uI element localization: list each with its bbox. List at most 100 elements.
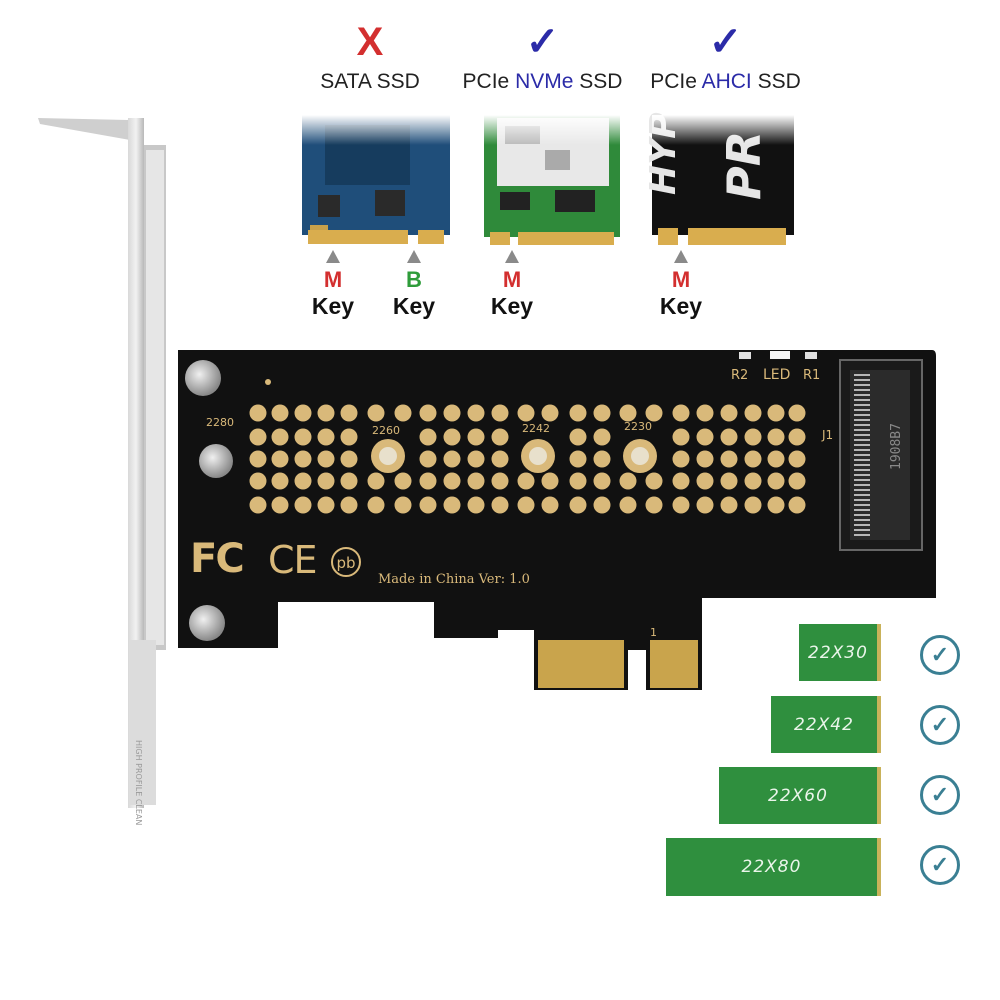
- gold-pad: [619, 404, 637, 422]
- gold-pad: [767, 404, 785, 422]
- compat-ahci: ✓ PCIe AHCI SSD: [638, 22, 813, 94]
- gold-pad: [744, 450, 762, 468]
- gold-pad: [517, 496, 535, 514]
- check-circle-icon: ✓: [920, 845, 960, 885]
- connector-pin: [854, 474, 870, 476]
- connector-pin: [854, 444, 870, 446]
- gold-pad: [767, 496, 785, 514]
- gold-pad: [720, 404, 738, 422]
- compat-sata: X SATA SSD: [300, 22, 440, 94]
- connector-pin: [854, 519, 870, 521]
- gold-pad: [720, 472, 738, 490]
- gold-pad: [271, 472, 289, 490]
- gold-pad: [419, 404, 437, 422]
- gold-pad: [467, 428, 485, 446]
- gold-pad: [249, 496, 267, 514]
- gold-pad: [340, 404, 358, 422]
- gold-pad: [569, 496, 587, 514]
- gold-pad: [317, 472, 335, 490]
- gold-pad: [443, 472, 461, 490]
- size-label-2242: 2242: [522, 422, 550, 435]
- gold-pad: [317, 450, 335, 468]
- gold-pad: [672, 472, 690, 490]
- size-label-2230: 2230: [624, 420, 652, 433]
- gold-pad: [696, 404, 714, 422]
- gold-pad: [419, 472, 437, 490]
- gold-pad: [491, 450, 509, 468]
- fcc-logo: FC: [190, 536, 245, 582]
- size-card-22x30: 22X30: [799, 624, 881, 681]
- gold-pad: [249, 428, 267, 446]
- size-label-2260: 2260: [372, 424, 400, 437]
- gold-pad: [491, 428, 509, 446]
- gold-pad: [394, 472, 412, 490]
- gold-pad: [294, 496, 312, 514]
- gold-pad: [569, 428, 587, 446]
- gold-pad: [271, 450, 289, 468]
- gold-pad: [744, 496, 762, 514]
- check-circle-icon: ✓: [920, 635, 960, 675]
- key-label-b: B Key: [389, 250, 439, 320]
- ce-logo: CE: [268, 538, 318, 582]
- gold-pad: [517, 472, 535, 490]
- gold-pad: [672, 496, 690, 514]
- gold-pad: [491, 472, 509, 490]
- gold-pad: [394, 404, 412, 422]
- check-circle-icon: ✓: [920, 775, 960, 815]
- connector-pin: [854, 509, 870, 511]
- compat-nvme: ✓ PCIe NVMe SSD: [455, 22, 630, 94]
- connector-pin: [854, 514, 870, 516]
- connector-pin: [854, 434, 870, 436]
- connector-pin: [854, 499, 870, 501]
- size-card-22x80: 22X80: [666, 838, 881, 896]
- bracket-text: HIGH PROFILE CLEAN: [134, 740, 143, 825]
- gold-pad: [271, 496, 289, 514]
- gold-pad: [394, 496, 412, 514]
- connector-pin: [854, 429, 870, 431]
- gold-pad: [443, 496, 461, 514]
- key-label-m-3: M Key: [656, 250, 706, 320]
- gold-pad-grid: [249, 404, 806, 514]
- compat-label: PCIe NVMe SSD: [462, 70, 623, 93]
- gold-pad: [720, 428, 738, 446]
- screw-icon: [185, 360, 221, 396]
- gold-pad: [467, 496, 485, 514]
- connector-pin: [854, 454, 870, 456]
- arrow-up-icon: [407, 250, 421, 263]
- size-card-22x42: 22X42: [771, 696, 881, 753]
- gold-pad: [491, 404, 509, 422]
- pcb-label-j1: J1: [822, 428, 834, 442]
- gold-pad: [443, 428, 461, 446]
- gold-pad: [569, 472, 587, 490]
- pcb-label-led: LED: [763, 367, 791, 383]
- gold-pad: [696, 496, 714, 514]
- compat-label: SATA SSD: [320, 70, 420, 93]
- r1-component: [805, 352, 817, 359]
- gold-pad: [593, 450, 611, 468]
- nvme-ssd-image: [484, 115, 620, 245]
- gold-pad: [619, 472, 637, 490]
- gold-pad: [788, 450, 806, 468]
- gold-pad: [294, 472, 312, 490]
- connector-pin: [854, 404, 870, 406]
- arrow-up-icon: [326, 250, 340, 263]
- gold-pad: [672, 428, 690, 446]
- gold-pad: [294, 404, 312, 422]
- gold-pad: [443, 404, 461, 422]
- gold-pad: [569, 404, 587, 422]
- gold-pad: [593, 496, 611, 514]
- gold-pad: [672, 450, 690, 468]
- connector-pin: [854, 394, 870, 396]
- gold-pad: [645, 496, 663, 514]
- connector-pin: [854, 439, 870, 441]
- connector-pin: [854, 424, 870, 426]
- gold-pad: [744, 404, 762, 422]
- gold-pad: [645, 404, 663, 422]
- connector-pin: [854, 469, 870, 471]
- connector-pin: [854, 449, 870, 451]
- gold-pad: [696, 428, 714, 446]
- m2-connector: 1908B7: [839, 359, 923, 551]
- gold-pad: [317, 404, 335, 422]
- key-label-m-1: M Key: [308, 250, 358, 320]
- arrow-up-icon: [674, 250, 688, 263]
